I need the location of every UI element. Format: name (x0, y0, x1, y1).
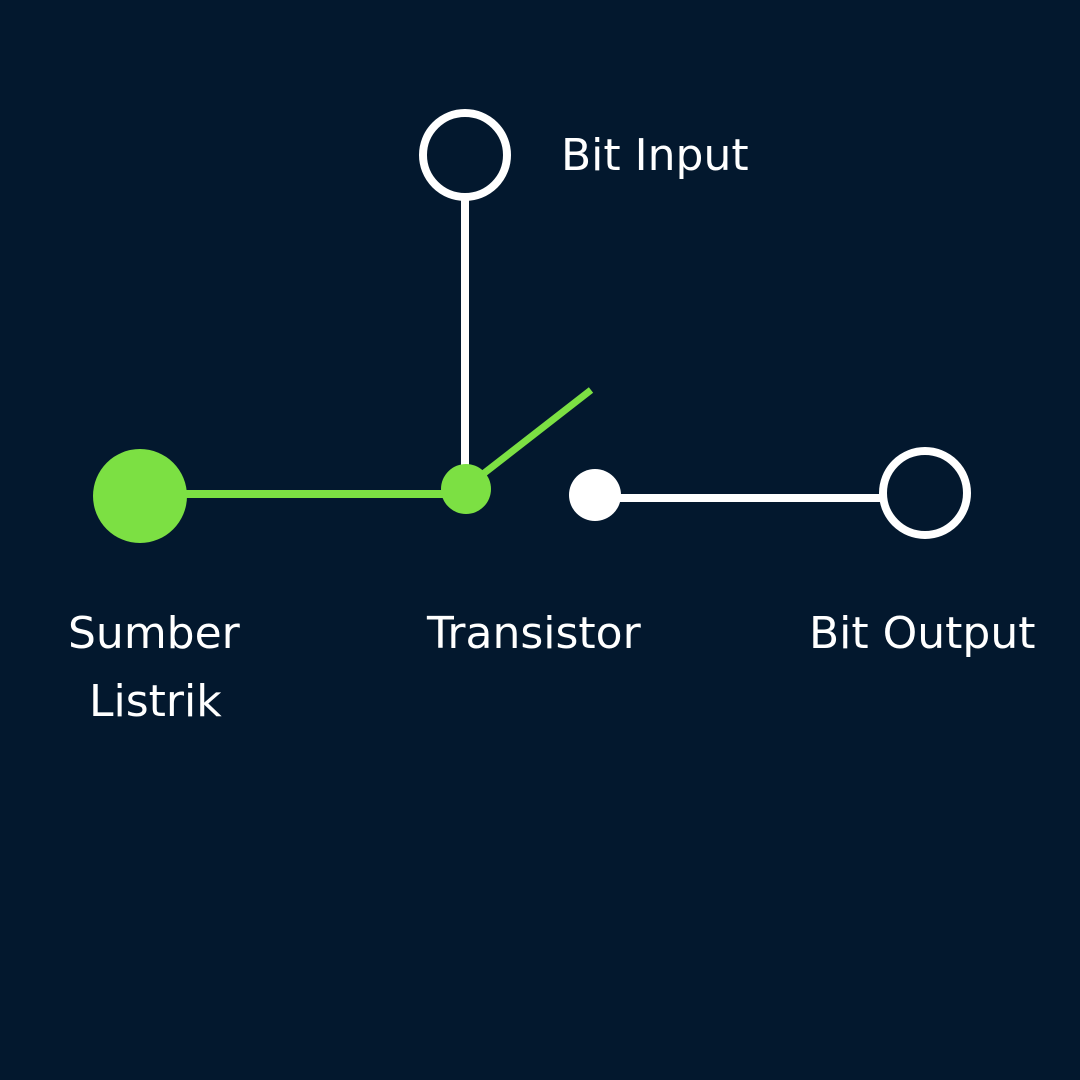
power-source-node (93, 449, 187, 543)
bit-input-label: Bit Input (561, 130, 749, 181)
power-source-label-line1: Sumber (68, 608, 240, 659)
transistor-label: Transistor (427, 608, 641, 659)
bit-output-label: Bit Output (809, 608, 1036, 659)
bit-input-node (419, 109, 511, 201)
transistor-switch-arm (462, 387, 594, 491)
bit-output-node (879, 447, 971, 539)
power-source-label-line2: Listrik (89, 676, 222, 727)
transistor-node (441, 464, 491, 514)
